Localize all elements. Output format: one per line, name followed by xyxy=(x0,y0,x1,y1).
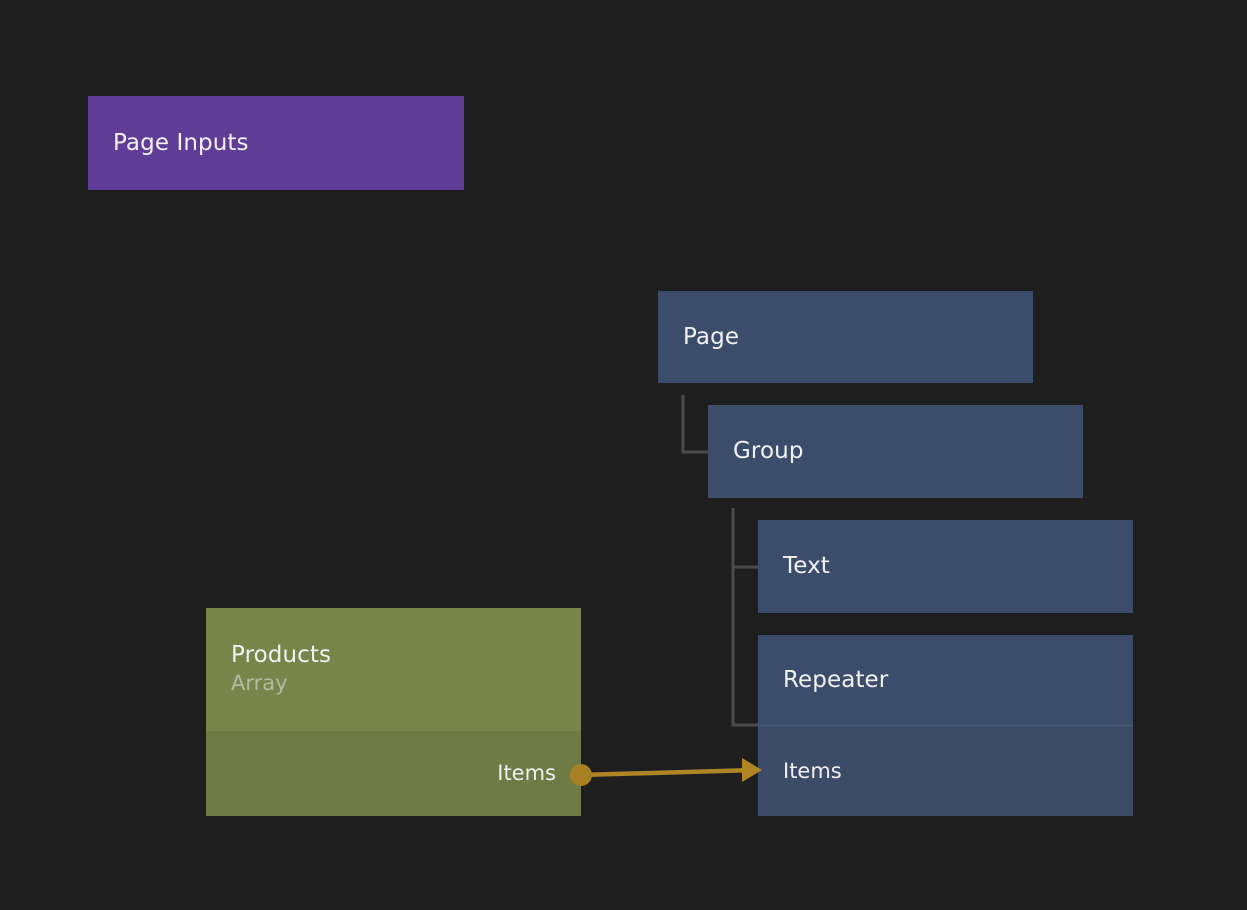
node-group[interactable]: Group xyxy=(708,405,1083,498)
node-text-title: Text xyxy=(783,553,830,579)
node-page-inputs[interactable]: Page Inputs xyxy=(88,96,464,190)
node-repeater-input-slot-items[interactable]: Items xyxy=(758,725,1133,816)
node-page-inputs-header: Page Inputs xyxy=(88,96,464,190)
node-products-output-slot-items[interactable]: Items xyxy=(206,730,581,816)
node-page-inputs-title: Page Inputs xyxy=(113,129,249,156)
node-text[interactable]: Text xyxy=(758,520,1133,613)
tree-line-page-to-group xyxy=(681,395,708,454)
connection-products-items-to-repeater-items[interactable] xyxy=(570,758,762,786)
node-group-header: Group xyxy=(708,405,1083,498)
node-repeater-title: Repeater xyxy=(783,666,889,693)
node-products-output-slot-label: Items xyxy=(497,761,556,785)
node-products-header: Products Array xyxy=(206,608,581,730)
node-page-title: Page xyxy=(683,323,740,350)
node-repeater-header: Repeater xyxy=(758,635,1133,725)
node-page[interactable]: Page xyxy=(658,291,1033,383)
node-products-subtitle: Array xyxy=(231,671,288,695)
node-page-header: Page xyxy=(658,291,1033,383)
node-repeater[interactable]: Repeater Items xyxy=(758,635,1133,816)
connection-wire xyxy=(580,767,756,778)
node-group-title: Group xyxy=(733,438,804,464)
tree-line-group-trunk xyxy=(731,508,758,727)
node-products[interactable]: Products Array Items xyxy=(206,608,581,816)
node-text-header: Text xyxy=(758,520,1133,613)
node-repeater-input-slot-label: Items xyxy=(783,758,842,783)
node-products-title: Products xyxy=(231,642,332,668)
